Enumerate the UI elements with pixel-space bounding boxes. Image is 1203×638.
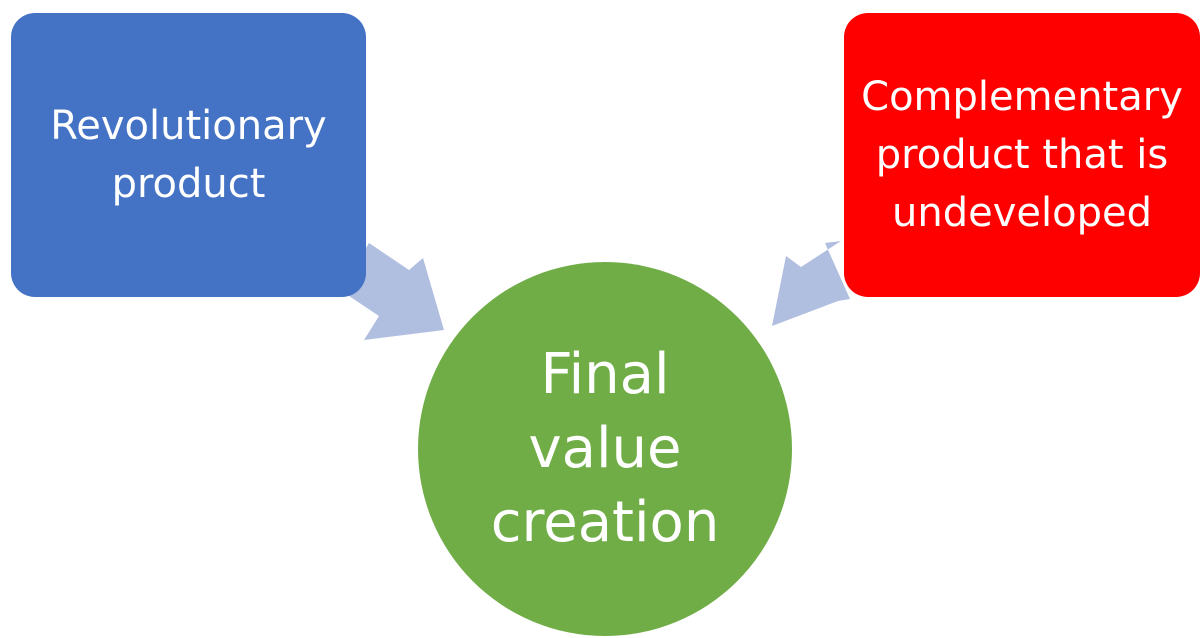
arrow-right-to-center (772, 241, 850, 326)
arrow-left-to-center (340, 243, 444, 340)
revolutionary-product-label: Revolutionary product (50, 103, 327, 207)
complementary-product-label: Complementary product that is undevelope… (861, 74, 1183, 236)
final-value-creation-circle: Final value creation (418, 262, 792, 636)
complementary-product-box: Complementary product that is undevelope… (844, 13, 1200, 297)
revolutionary-product-box: Revolutionary product (11, 13, 366, 297)
final-value-creation-label: Final value creation (490, 342, 720, 555)
